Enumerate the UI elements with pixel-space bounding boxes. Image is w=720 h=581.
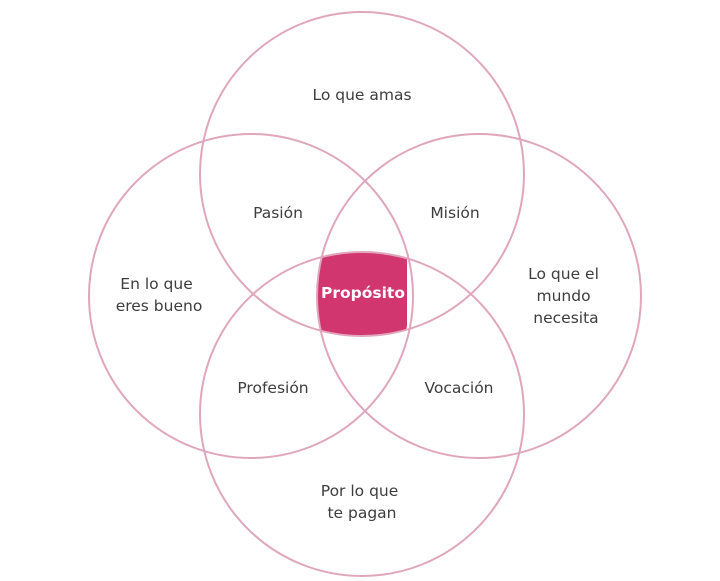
circle-left — [88, 133, 414, 459]
label-vocacion: Vocación — [424, 379, 493, 397]
label-pasion: Pasión — [253, 204, 303, 222]
label-profesion: Profesión — [237, 379, 308, 397]
purpose-highlight — [318, 252, 407, 335]
label-bottom: Por lo que te pagan — [321, 482, 403, 522]
center-region — [318, 252, 407, 335]
label-proposito: Propósito — [321, 284, 405, 302]
label-right: Lo que el mundo necesita — [528, 265, 604, 327]
circle-bottom — [199, 251, 525, 577]
circle-right — [316, 133, 642, 459]
label-top: Lo que amas — [312, 86, 411, 104]
circle-top — [199, 11, 525, 337]
label-left: En lo que eres bueno — [116, 275, 203, 315]
label-mision: Misión — [430, 204, 479, 222]
